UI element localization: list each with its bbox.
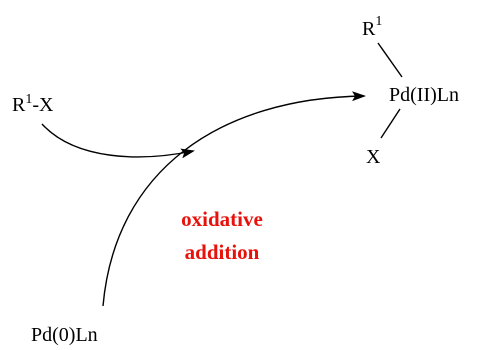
- product-r-group: R1: [362, 14, 382, 40]
- main-arrow: [102, 91, 366, 307]
- product-center: Pd(II)Ln: [389, 84, 459, 106]
- catalyst-start-label: Pd(0)Ln: [31, 324, 98, 346]
- reactant-arrow: [41, 123, 195, 159]
- bond-r1: [377, 42, 403, 78]
- reactant-label: R1-X: [12, 92, 54, 116]
- step-label-line1: oxidative: [181, 207, 263, 231]
- product-x-group: X: [366, 146, 381, 168]
- bond-x: [380, 108, 401, 139]
- step-label-line2: addition: [185, 240, 260, 264]
